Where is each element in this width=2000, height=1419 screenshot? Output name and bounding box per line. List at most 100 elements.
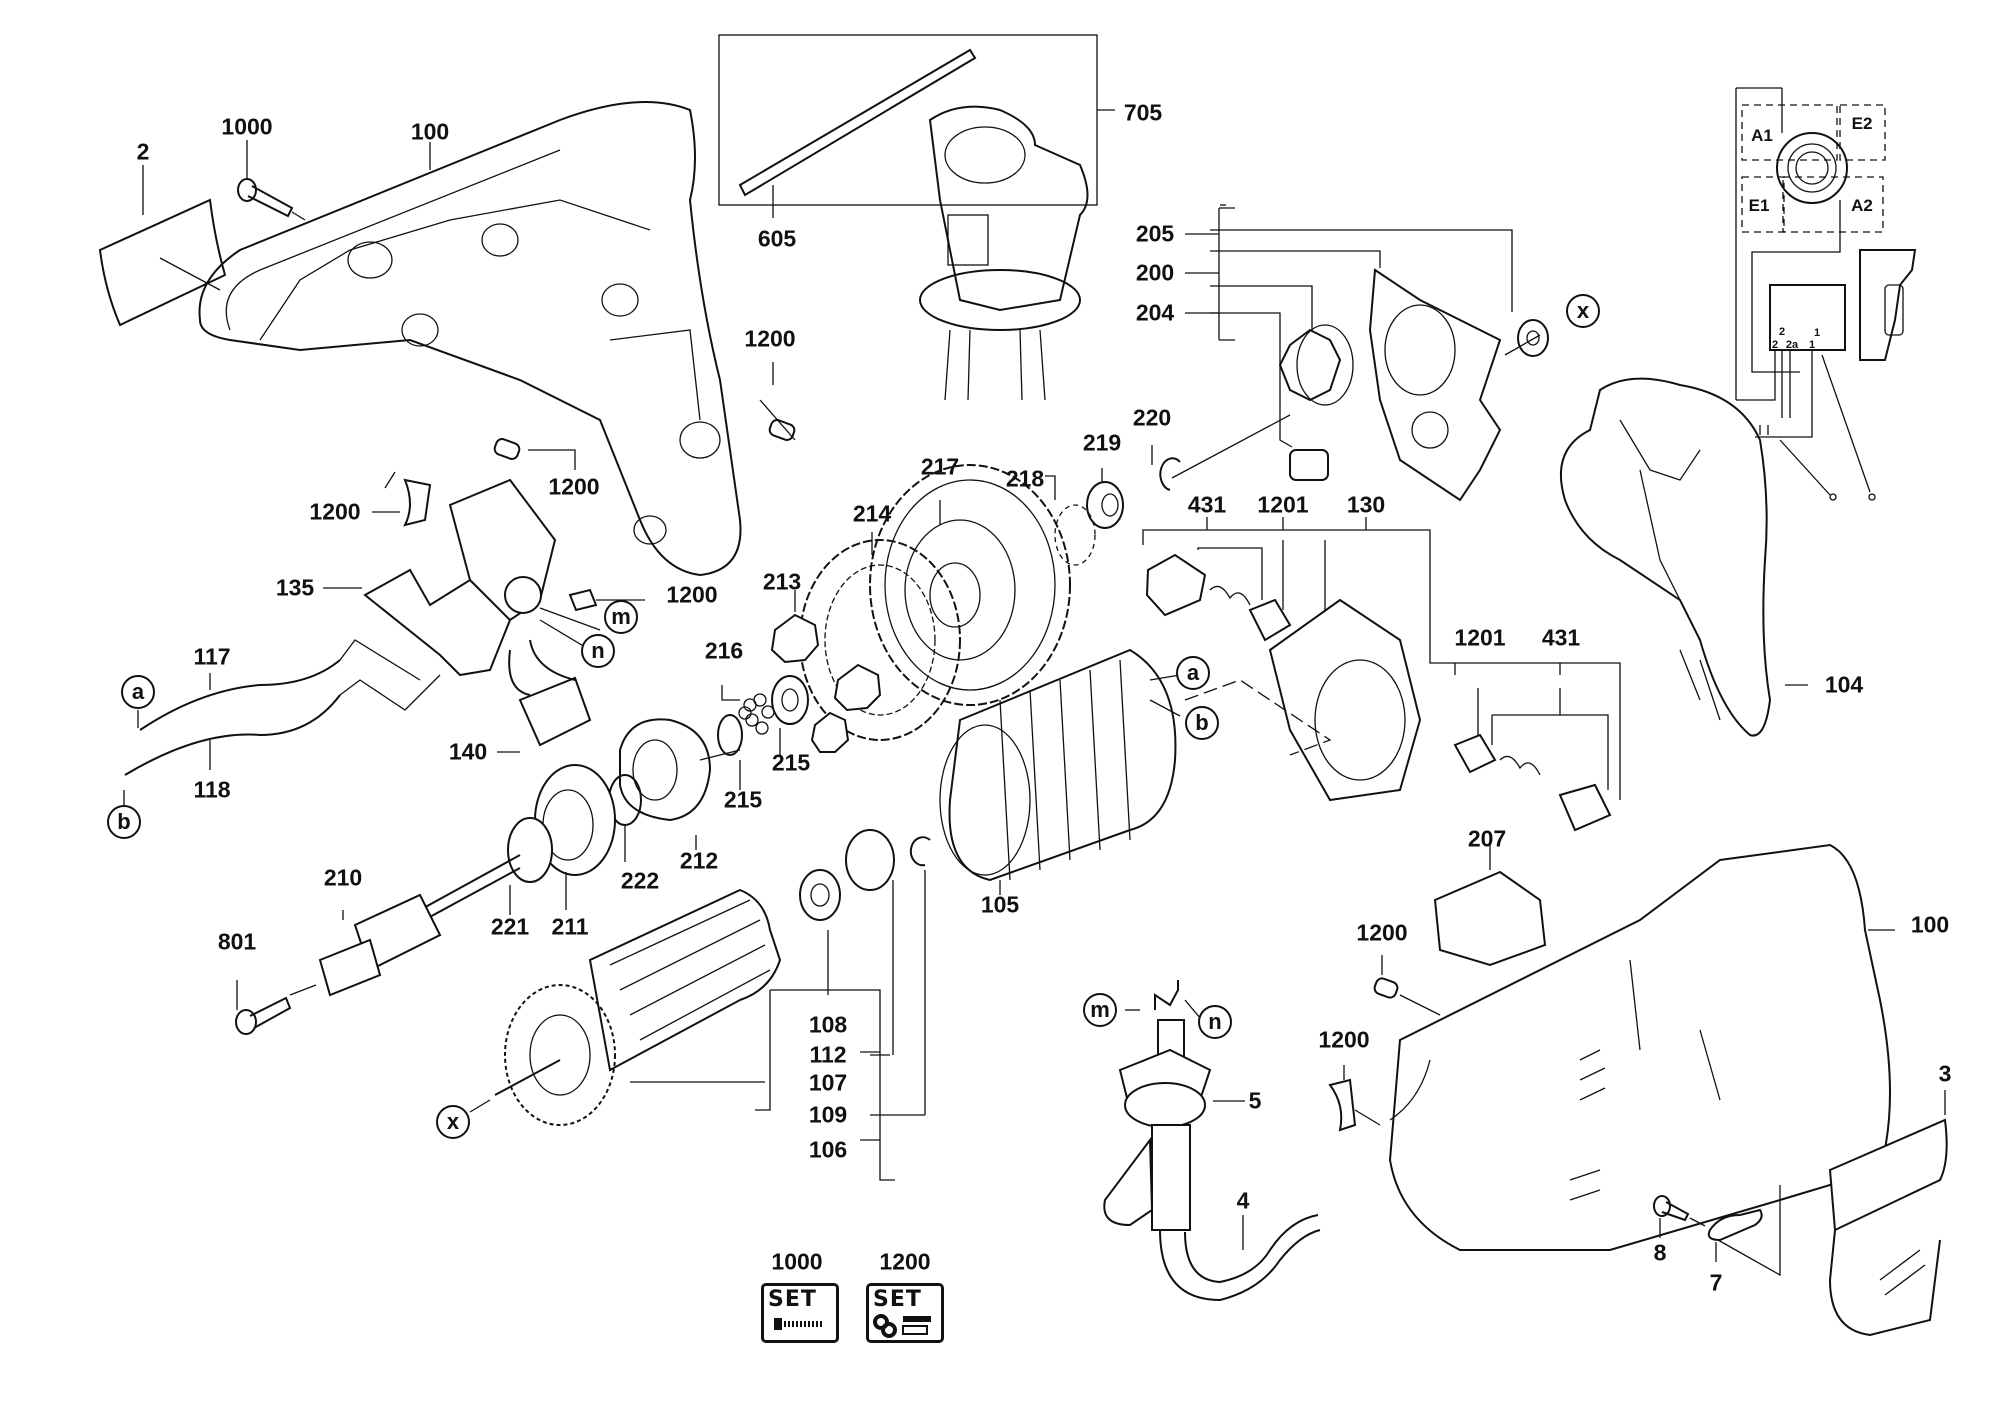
part-label: 1201 <box>1454 624 1506 651</box>
connector-marker-x: x <box>1566 294 1600 328</box>
part-label: 213 <box>762 568 802 595</box>
part-label: 431 <box>1187 491 1227 518</box>
part-label: 117 <box>193 643 231 670</box>
part-117-118-wires <box>123 639 441 808</box>
connector-marker-n: n <box>581 634 615 668</box>
part-label: 107 <box>808 1069 848 1096</box>
switch-terminal-label: 2 <box>1771 339 1779 351</box>
part-label: 221 <box>490 913 530 940</box>
part-label: 1200 <box>548 473 600 500</box>
connector-marker-n: n <box>1198 1005 1232 1039</box>
part-label: 8 <box>1653 1239 1667 1266</box>
part-label: 215 <box>771 749 811 776</box>
part-label: 1201 <box>1257 491 1309 518</box>
part-1000-screw <box>237 140 306 221</box>
part-100-housing-top <box>198 101 742 577</box>
part-4-5-power-cord <box>1103 980 1321 1302</box>
part-label: 1200 <box>744 325 796 352</box>
part-label: 1200 <box>1318 1026 1370 1053</box>
part-220-219-218 <box>1045 414 1291 566</box>
part-label: 1200 <box>666 581 718 608</box>
set-badge-label: SET <box>873 1287 922 1312</box>
part-212-210-spindle-assembly <box>235 718 741 1035</box>
part-label: 135 <box>275 574 315 601</box>
part-104-handle <box>1559 377 1808 737</box>
set-badge-label: SET <box>768 1287 817 1312</box>
switch-terminal-label: 2a <box>1785 339 1799 351</box>
part-label: 216 <box>704 637 744 664</box>
connector-marker-a: a <box>1176 656 1210 690</box>
part-label: 219 <box>1082 429 1122 456</box>
part-130-brush-holder <box>1142 517 1621 832</box>
connector-marker-a: a <box>121 675 155 709</box>
part-217-gear <box>869 464 1071 706</box>
part-label: 140 <box>448 738 488 765</box>
part-label: 204 <box>1135 299 1175 326</box>
connector-marker-x: x <box>436 1105 470 1139</box>
part-label: 218 <box>1005 465 1045 492</box>
part-1200-pins <box>372 399 796 527</box>
part-label: 3 <box>1938 1060 1952 1087</box>
part-label: 109 <box>808 1101 848 1128</box>
part-label: 1200 <box>309 498 361 525</box>
part-label: 215 <box>723 786 763 813</box>
part-label: 207 <box>1467 825 1507 852</box>
part-label: 210 <box>323 864 363 891</box>
part-label: 801 <box>217 928 257 955</box>
part-label: 105 <box>980 891 1020 918</box>
part-label: 4 <box>1236 1187 1250 1214</box>
part-label: 112 <box>809 1041 847 1068</box>
part-label: 220 <box>1132 404 1172 431</box>
switch-terminal-label: 2 <box>1778 326 1786 338</box>
part-213-215-216-planetary <box>717 590 882 790</box>
wiring-terminal-label: E2 <box>1851 114 1873 133</box>
part-label: 130 <box>1346 491 1386 518</box>
part-100-housing-bottom <box>1328 840 1948 1337</box>
part-label: 1200 <box>1356 919 1408 946</box>
part-7-8-clamp-screw <box>1653 1185 1781 1277</box>
set-badge-1000: SET <box>761 1283 839 1343</box>
part-label: 200 <box>1135 259 1175 286</box>
part-106-armature <box>469 829 931 1181</box>
part-label: 100 <box>1910 911 1950 938</box>
part-label: 5 <box>1248 1087 1262 1114</box>
part-705-side-handle <box>718 34 1115 401</box>
set-badge-1200: SET <box>866 1283 944 1343</box>
part-label: 7 <box>1709 1269 1723 1296</box>
wiring-terminal-label: A2 <box>1851 196 1873 215</box>
part-140-capacitor <box>497 639 592 753</box>
part-105-stator <box>939 648 1181 895</box>
ring-and-pin-icon <box>873 1314 931 1338</box>
wiring-terminal-label: A1 <box>1751 126 1773 145</box>
part-label: 211 <box>551 913 589 940</box>
wiring-terminal-label: E1 <box>1748 196 1770 215</box>
screw-icon <box>774 1318 822 1330</box>
part-label: 217 <box>920 453 960 480</box>
wiring-diagram <box>1735 87 1917 501</box>
switch-terminal-label: 1 <box>1813 327 1821 339</box>
part-label: 212 <box>679 847 719 874</box>
connector-marker-m: m <box>604 600 638 634</box>
part-label: 205 <box>1135 220 1175 247</box>
part-label: 108 <box>808 1011 848 1038</box>
part-label: 705 <box>1123 99 1163 126</box>
set-badge-number: 1000 <box>771 1248 823 1275</box>
part-200-gear-housing <box>1185 204 1549 502</box>
set-badge-number: 1200 <box>879 1248 931 1275</box>
connector-marker-m: m <box>1083 993 1117 1027</box>
part-label: 118 <box>193 776 231 803</box>
part-label: 100 <box>410 118 450 145</box>
part-label: 1000 <box>221 113 273 140</box>
part-2-plate <box>98 165 227 327</box>
part-label: 106 <box>808 1136 848 1163</box>
part-label: 222 <box>620 867 660 894</box>
connector-marker-b: b <box>1185 706 1219 740</box>
part-label: 104 <box>1824 671 1864 698</box>
part-label: 605 <box>757 225 797 252</box>
part-label: 431 <box>1541 624 1581 651</box>
connector-marker-b: b <box>107 805 141 839</box>
part-label: 214 <box>852 500 892 527</box>
switch-terminal-label: 1 <box>1808 339 1816 351</box>
